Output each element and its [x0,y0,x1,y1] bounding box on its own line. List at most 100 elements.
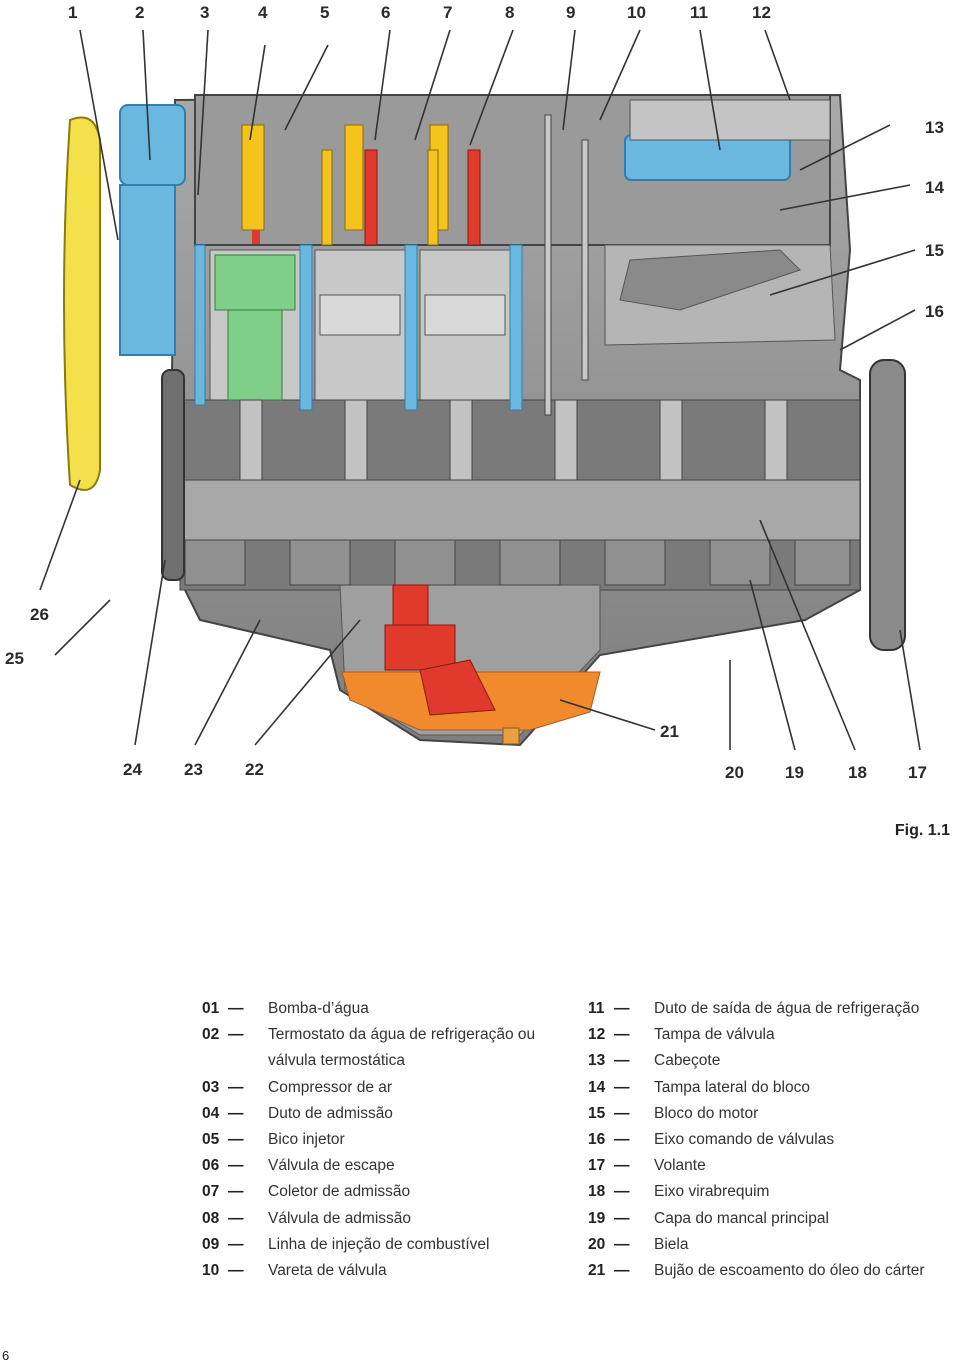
figure-caption: Fig. 1.1 [894,822,950,839]
callout-numbers-right: 13 14 15 16 [925,118,944,321]
legend-number: 16 [588,1131,606,1149]
callout-15: 15 [925,241,944,260]
legend-text: válvula termostática [268,1052,405,1070]
callout-6: 6 [381,3,390,22]
legend-item: 03—Compressor de ar [202,1075,535,1101]
legend-number [202,1048,224,1074]
legend-text: Biela [654,1235,689,1253]
legend-number: 05 [202,1131,220,1149]
legend-item: 12—Tampa de válvula [588,1022,925,1048]
legend-dash: — [228,1078,244,1096]
legend-item: 07—Coletor de admissão [202,1179,535,1205]
oil-pump [384,584,496,716]
legend-text: Eixo virabrequim [654,1183,770,1201]
legend-number: 03 [202,1078,220,1096]
callout-14: 14 [925,178,944,197]
legend-dash: — [228,1262,244,1280]
legend-dash: — [614,1000,630,1017]
legend-number: 01 [202,1000,220,1017]
legend-item: 20 — Biela [588,1232,925,1258]
callout-20: 20 [725,763,744,782]
legend-dash: — [228,1131,244,1149]
legend-item: 01—Bomba-d’água [202,996,535,1022]
connecting-rods [239,399,788,491]
legend-item: 15 — Bloco do motor [588,1101,925,1127]
legend-dash: — [228,1183,244,1201]
crankshaft [179,479,861,586]
legend-dash: — [614,1131,630,1149]
legend-item: 18—Eixo virabrequim [588,1179,925,1205]
callout-numbers-bottom: 24 23 22 21 20 19 18 17 [123,722,927,782]
legend-dash: — [614,1104,630,1122]
callout-11: 11 [690,3,708,22]
callout-24: 24 [123,760,142,779]
callout-3: 3 [200,3,209,22]
engine-block [168,93,861,747]
legend-number: 04 [202,1104,220,1122]
legend-number: 11 [588,1000,605,1017]
water-pump [119,104,186,186]
legend-text: Bloco do motor [654,1104,759,1122]
legend-dash: — [614,1235,630,1253]
legend-dash: — [228,1026,244,1044]
legend-item: 06—Válvula de escape [202,1153,535,1179]
callout-16: 16 [925,302,944,321]
coolant-outlet-duct [624,134,791,181]
legend-text: Bico injetor [268,1131,345,1149]
coolant-passages [119,104,791,411]
legend-text: Capa do mancal principal [654,1209,829,1227]
callout-8: 8 [505,3,514,22]
valve-cover [629,99,831,141]
legend-item: 09—Linha de injeção de combustível [202,1232,535,1258]
page-number: 6 [2,1348,10,1363]
legend-number: 12 [588,1026,606,1044]
engine-cutaway-diagram: 1 2 3 4 5 6 7 8 9 10 11 12 13 14 15 16 2… [5,3,944,782]
legend-text: Duto de saída de água de refrigeração [654,1000,920,1017]
callout-26: 26 [30,605,49,624]
legend-number: 20 [588,1235,606,1253]
legend-item: 16 — Eixo comando de válvulas [588,1127,925,1153]
callout-10: 10 [627,3,646,22]
legend-text: Duto de admissão [268,1104,393,1122]
legend-item: 14—Tampa lateral do bloco [588,1075,925,1101]
legend-item: 21—Bujão de escoamento do óleo do cárter [588,1258,925,1284]
legend-text: Termostato da água de refrigeração ou [268,1026,536,1044]
legend-text: Vareta de válvula [268,1262,387,1280]
legend-dash: — [614,1078,630,1096]
callout-13: 13 [925,118,944,137]
legend-number: 19 [588,1209,606,1227]
callout-5: 5 [320,3,329,22]
legend-item: 10 — Vareta de válvula [202,1258,535,1284]
legend-number: 09 [202,1235,220,1253]
legend-item: 02—Termostato da água de refrigeração ou [202,1022,535,1048]
callout-19: 19 [785,763,804,782]
legend-text: Cabeçote [654,1052,721,1070]
legend-text: Bujão de escoamento do óleo do cárter [654,1262,925,1280]
callout-23: 23 [184,760,203,779]
leader-lines [39,29,921,751]
oil-drain-plug [502,727,520,745]
legend-number: 14 [588,1078,606,1096]
legend-dash: — [228,1235,244,1253]
callout-2: 2 [135,3,144,22]
legend-dash: — [614,1183,630,1201]
legend-item: 17—Volante [588,1153,925,1179]
legend-item: 13—Cabeçote [588,1048,925,1074]
callout-18: 18 [848,763,867,782]
callout-22: 22 [245,760,264,779]
legend-number: 15 [588,1104,606,1122]
timing-gear [161,369,185,581]
legend-item: 19—Capa do mancal principal [588,1206,925,1232]
legend-text: Bomba-d’água [268,1000,369,1017]
legend-item: 08—Válvula de admissão [202,1206,535,1232]
pushrods [544,114,589,416]
valves [252,149,481,246]
legend-dash: — [614,1026,630,1044]
legend-dash [224,1048,268,1074]
callout-21: 21 [660,722,679,741]
legend-text: Eixo comando de válvulas [654,1131,835,1149]
legend-number: 10 [202,1262,220,1280]
callout-25: 25 [5,649,24,668]
callout-4: 4 [258,3,268,22]
